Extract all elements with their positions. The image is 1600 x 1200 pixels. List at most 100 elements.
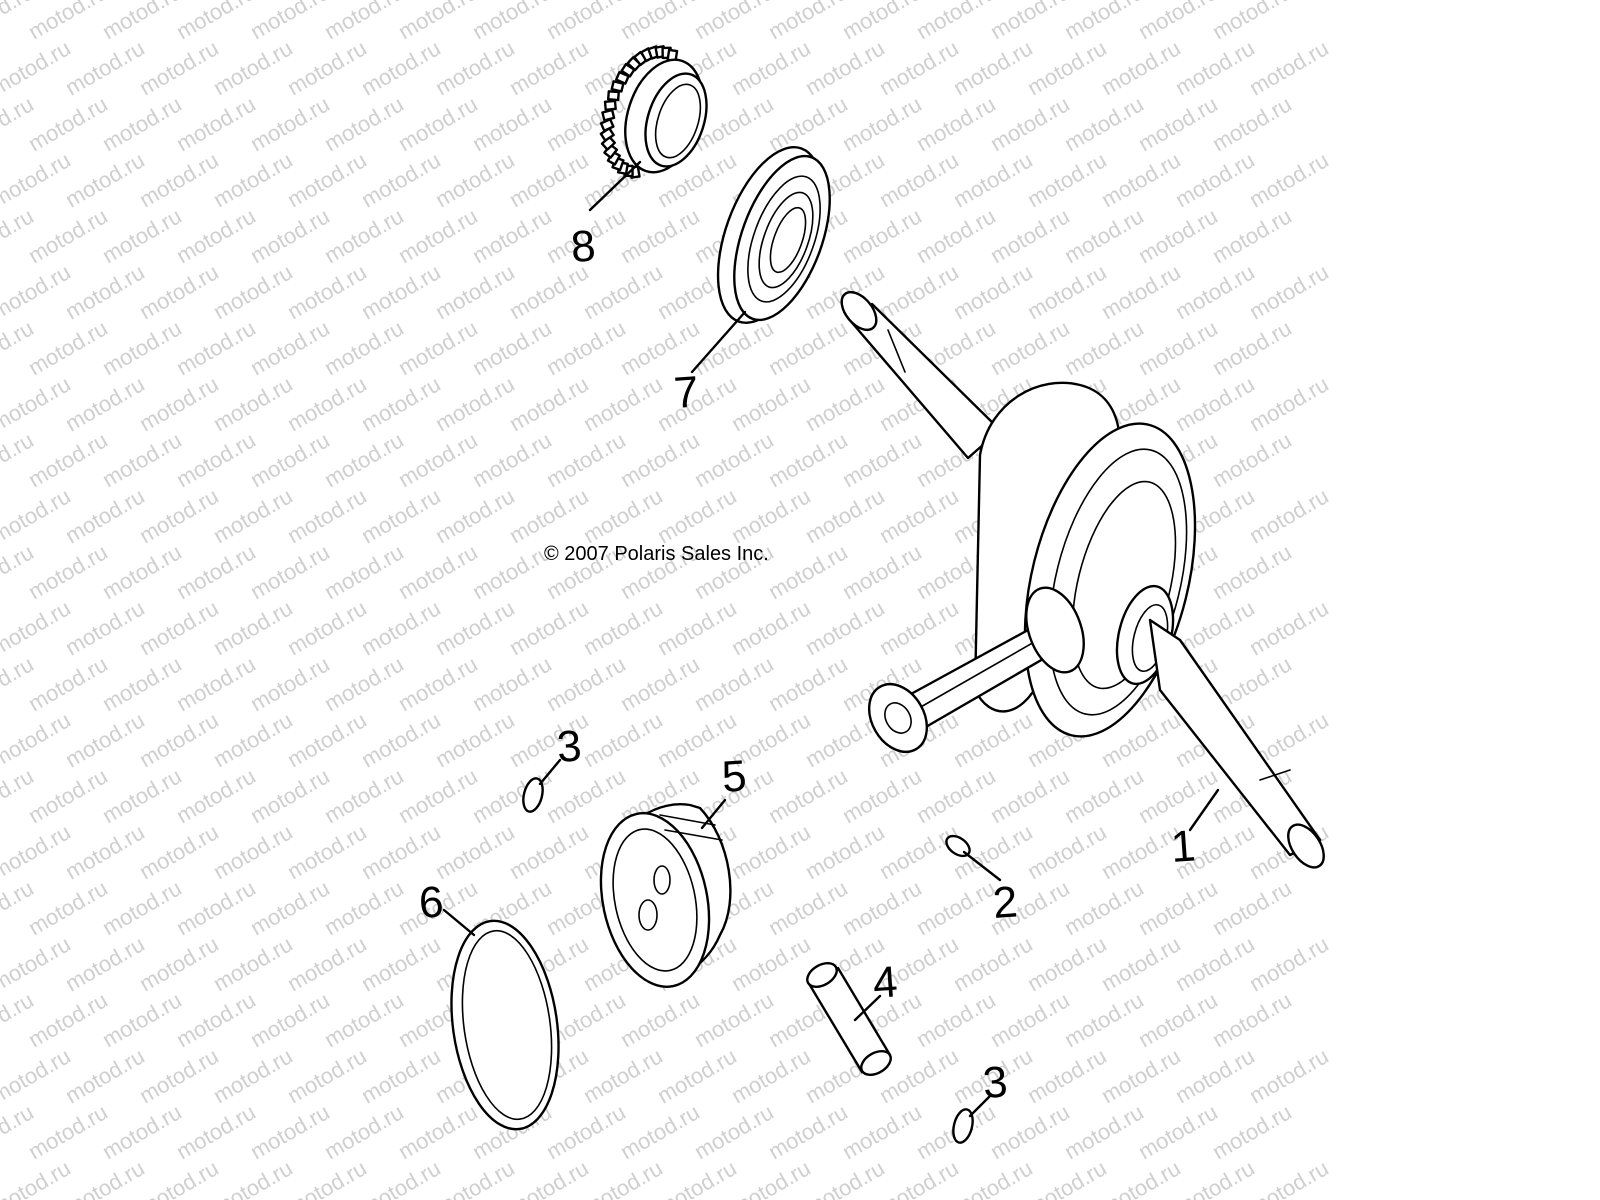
- watermark-text: motod.ru: [616, 987, 704, 1052]
- watermark-text: motod.ru: [579, 483, 667, 548]
- watermark-text: motod.ru: [727, 595, 815, 660]
- watermark-text: motod.ru: [1023, 35, 1111, 100]
- watermark-text: motod.ru: [98, 203, 186, 268]
- watermark-text: motod.ru: [468, 315, 556, 380]
- watermark-text: motod.ru: [0, 931, 75, 996]
- watermark-text: motod.ru: [912, 203, 1000, 268]
- watermark-text: motod.ru: [616, 1099, 704, 1164]
- watermark-text: motod.ru: [246, 651, 334, 716]
- watermark-text: motod.ru: [579, 1155, 667, 1200]
- watermark-text: motod.ru: [61, 595, 149, 660]
- callout-5: 5: [720, 751, 748, 802]
- watermark-text: motod.ru: [875, 595, 963, 660]
- watermark-text: motod.ru: [0, 1043, 75, 1108]
- watermark-text: motod.ru: [209, 1155, 297, 1200]
- watermark-text: motod.ru: [727, 35, 815, 100]
- watermark-text: motod.ru: [1134, 763, 1222, 828]
- watermark-text: motod.ru: [1023, 819, 1111, 884]
- watermark-text: motod.ru: [468, 539, 556, 604]
- watermark-text: motod.ru: [653, 1155, 741, 1200]
- watermark-text: motod.ru: [838, 203, 926, 268]
- watermark-text: motod.ru: [209, 147, 297, 212]
- watermark-text: motod.ru: [801, 595, 889, 660]
- gear-tooth: [599, 118, 615, 132]
- watermark-text: motod.ru: [1134, 987, 1222, 1052]
- watermark-text: motod.ru: [579, 371, 667, 436]
- leader-line-2: [962, 850, 1002, 882]
- watermark-text: motod.ru: [505, 1155, 593, 1200]
- watermark-text: motod.ru: [283, 931, 371, 996]
- watermark-text: motod.ru: [1245, 1043, 1333, 1108]
- watermark-text: motod.ru: [912, 987, 1000, 1052]
- watermark-text: motod.ru: [135, 707, 223, 772]
- watermark-text: motod.ru: [801, 35, 889, 100]
- watermark-text: motod.ru: [61, 371, 149, 436]
- callout-4: 4: [871, 957, 899, 1008]
- watermark-text: motod.ru: [1023, 1155, 1111, 1200]
- watermark-text: motod.ru: [172, 1099, 260, 1164]
- watermark-text: motod.ru: [764, 91, 852, 156]
- watermark-text: motod.ru: [0, 35, 75, 100]
- watermark-text: motod.ru: [357, 595, 445, 660]
- watermark-text: motod.ru: [1245, 147, 1333, 212]
- watermark-text: motod.ru: [912, 763, 1000, 828]
- watermark-text: motod.ru: [1208, 539, 1296, 604]
- watermark-text: motod.ru: [61, 819, 149, 884]
- watermark-text: motod.ru: [727, 1043, 815, 1108]
- watermark-text: motod.ru: [61, 147, 149, 212]
- watermark-text: motod.ru: [172, 763, 260, 828]
- watermark-text: motod.ru: [209, 931, 297, 996]
- watermark-text: motod.ru: [98, 651, 186, 716]
- watermark-text: motod.ru: [209, 371, 297, 436]
- watermark-text: motod.ru: [357, 371, 445, 436]
- watermark-text: motod.ru: [801, 819, 889, 884]
- watermark-text: motod.ru: [209, 595, 297, 660]
- watermark-text: motod.ru: [98, 91, 186, 156]
- watermark-text: motod.ru: [283, 595, 371, 660]
- watermark-text: motod.ru: [394, 1099, 482, 1164]
- watermark-text: motod.ru: [61, 1043, 149, 1108]
- watermark-text: motod.ru: [986, 1099, 1074, 1164]
- watermark-text: motod.ru: [542, 427, 630, 492]
- watermark-text: motod.ru: [1245, 595, 1333, 660]
- watermark-text: motod.ru: [1060, 1099, 1148, 1164]
- watermark-text: motod.ru: [764, 315, 852, 380]
- watermark-text: motod.ru: [246, 763, 334, 828]
- watermark-text: motod.ru: [1245, 931, 1333, 996]
- watermark-text: motod.ru: [1208, 427, 1296, 492]
- watermark-text: motod.ru: [1060, 875, 1148, 940]
- watermark-text: motod.ru: [320, 427, 408, 492]
- watermark-text: motod.ru: [357, 1155, 445, 1200]
- watermark-text: motod.ru: [172, 875, 260, 940]
- watermark-text: motod.ru: [1208, 203, 1296, 268]
- watermark-text: motod.ru: [1134, 203, 1222, 268]
- watermark-text: motod.ru: [1245, 259, 1333, 324]
- gear-tooth: [601, 108, 616, 122]
- watermark-text: motod.ru: [246, 315, 334, 380]
- watermark-text: motod.ru: [394, 539, 482, 604]
- watermark-text: motod.ru: [24, 763, 112, 828]
- watermark-text: motod.ru: [24, 539, 112, 604]
- watermark-text: motod.ru: [135, 819, 223, 884]
- callout-2: 2: [991, 877, 1019, 928]
- watermark-text: motod.ru: [135, 1043, 223, 1108]
- gear-part-8: [599, 45, 708, 179]
- watermark-text: motod.ru: [431, 707, 519, 772]
- watermark-text: motod.ru: [1023, 147, 1111, 212]
- watermark-text: motod.ru: [1245, 483, 1333, 548]
- watermark-text: motod.ru: [320, 875, 408, 940]
- callout-3-top: 3: [555, 721, 583, 772]
- watermark-text: motod.ru: [505, 35, 593, 100]
- watermark-text: motod.ru: [394, 91, 482, 156]
- watermark-text: motod.ru: [1171, 259, 1259, 324]
- watermark-text: motod.ru: [172, 91, 260, 156]
- watermark-text: motod.ru: [690, 1099, 778, 1164]
- watermark-text: motod.ru: [283, 147, 371, 212]
- copyright-text: © 2007 Polaris Sales Inc.: [544, 543, 769, 565]
- watermark-text: motod.ru: [1097, 147, 1185, 212]
- watermark-text: motod.ru: [135, 595, 223, 660]
- watermark-text: motod.ru: [1060, 315, 1148, 380]
- watermark-text: motod.ru: [98, 987, 186, 1052]
- watermark-text: motod.ru: [357, 931, 445, 996]
